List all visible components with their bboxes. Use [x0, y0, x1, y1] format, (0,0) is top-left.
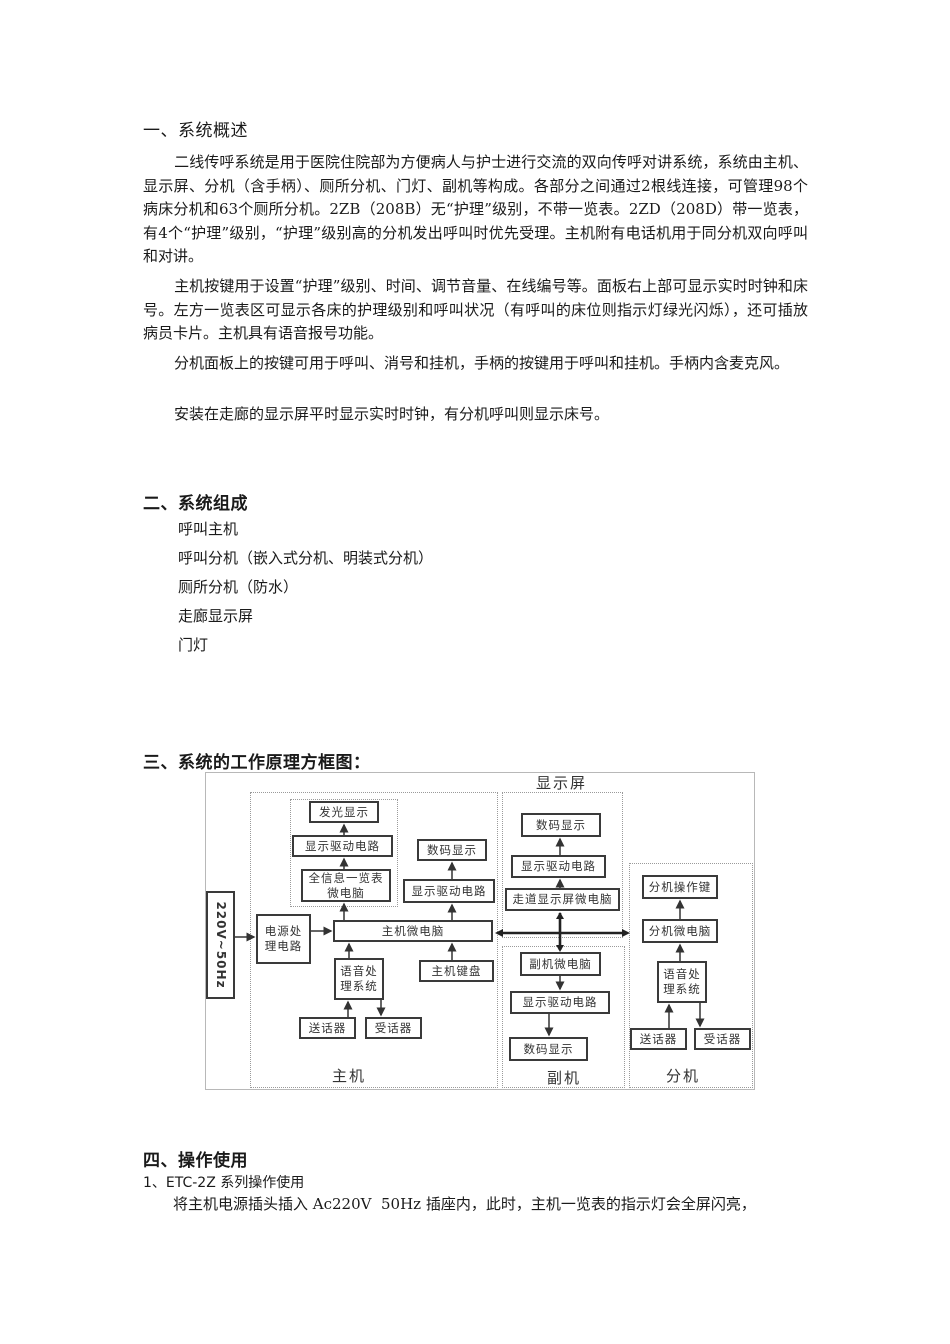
list-item: 走廊显示屏 [178, 607, 254, 625]
receiver-box: 受话器 [694, 1028, 751, 1050]
voice-system-box: 语音处 理系统 [657, 961, 707, 1003]
section-heading-overview: 一、系统概述 [143, 121, 248, 141]
digital-display-box: 数码显示 [521, 813, 601, 837]
overview-paragraph-4: 安装在走廊的显示屏平时显示实时时钟，有分机呼叫则显示床号。 [143, 403, 808, 427]
digital-display-box: 数码显示 [509, 1037, 588, 1061]
corridor-display-mcu-box: 走道显示屏微电脑 [505, 888, 620, 911]
diagram-arrows [235, 823, 705, 1037]
list-item: 呼叫分机（嵌入式分机、明装式分机） [178, 549, 434, 567]
display-group-frame [502, 792, 623, 938]
section-heading-operation: 四、操作使用 [143, 1151, 248, 1171]
operation-paragraph: 将主机电源插头插入 Ac220V 50Hz 插座内，此时，主机一览表的指示灯会全… [143, 1193, 823, 1217]
overview-mcu-box: 全信息一览表 微电脑 [301, 869, 391, 902]
display-label: 显示屏 [536, 774, 588, 792]
receiver-box: 受话器 [365, 1017, 422, 1039]
host-keyboard-box: 主机键盘 [419, 960, 494, 982]
list-item: 厕所分机（防水） [178, 578, 299, 596]
composition-list: 呼叫主机 呼叫分机（嵌入式分机、明装式分机） 厕所分机（防水） 走廊显示屏 门灯 [178, 515, 433, 660]
digital-display-box: 数码显示 [417, 839, 487, 861]
display-driver-box: 显示驱动电路 [292, 835, 393, 857]
display-driver-box: 显示驱动电路 [403, 879, 495, 903]
power-circuit-box: 电源处 理电路 [256, 914, 311, 964]
display-driver-box: 显示驱动电路 [510, 991, 610, 1014]
extension-group-frame [629, 863, 753, 1088]
led-display-box: 发光显示 [309, 801, 379, 823]
sub-host-label: 副机 [547, 1069, 582, 1087]
sub-host-mcu-box: 副机微电脑 [520, 952, 601, 976]
overview-paragraph-2: 主机按键用于设置“护理”级别、时间、调节音量、在线编号等。面板右上部可显示实时时… [143, 275, 808, 346]
extension-keys-box: 分机操作键 [642, 875, 718, 899]
sub-host-group-frame [502, 946, 625, 1088]
subsection-heading-etc2z: 1、ETC-2Z 系列操作使用 [143, 1175, 305, 1191]
host-label: 主机 [332, 1067, 367, 1085]
list-item: 门灯 [178, 636, 209, 654]
block-diagram: 主机 显示屏 副机 分机 220V~50Hz 发光显示 显示驱动电路 全信息一览… [205, 772, 755, 1090]
host-mcu-box: 主机微电脑 [333, 920, 493, 942]
transmitter-box: 送话器 [630, 1028, 687, 1050]
display-driver-box: 显示驱动电路 [511, 855, 606, 878]
list-item: 呼叫主机 [178, 520, 239, 538]
power-input-box: 220V~50Hz [206, 891, 235, 999]
paragraph-text: 二线传呼系统是用于医院住院部为方便病人与护士进行交流的双向传呼对讲系统，系统由主… [143, 153, 808, 265]
extension-label: 分机 [666, 1067, 701, 1085]
paragraph-text: 安装在走廊的显示屏平时显示实时时钟，有分机呼叫则显示床号。 [174, 405, 610, 423]
extension-mcu-box: 分机微电脑 [642, 919, 718, 943]
voice-system-box: 语音处 理系统 [334, 958, 384, 1000]
paragraph-text: 主机按键用于设置“护理”级别、时间、调节音量、在线编号等。面板右上部可显示实时时… [143, 277, 808, 342]
section-heading-composition: 二、系统组成 [143, 494, 248, 514]
overview-paragraph-1: 二线传呼系统是用于医院住院部为方便病人与护士进行交流的双向传呼对讲系统，系统由主… [143, 151, 808, 269]
paragraph-text: 分机面板上的按键可用于呼叫、消号和挂机，手柄的按键用于呼叫和挂机。手柄内含麦克风… [174, 354, 790, 372]
overview-paragraph-3: 分机面板上的按键可用于呼叫、消号和挂机，手柄的按键用于呼叫和挂机。手柄内含麦克风… [143, 352, 808, 376]
transmitter-box: 送话器 [299, 1017, 356, 1039]
section-heading-diagram: 三、系统的工作原理方框图： [143, 753, 371, 773]
paragraph-text: 将主机电源插头插入 Ac220V 50Hz 插座内，此时，主机一览表的指示灯会全… [173, 1195, 756, 1213]
